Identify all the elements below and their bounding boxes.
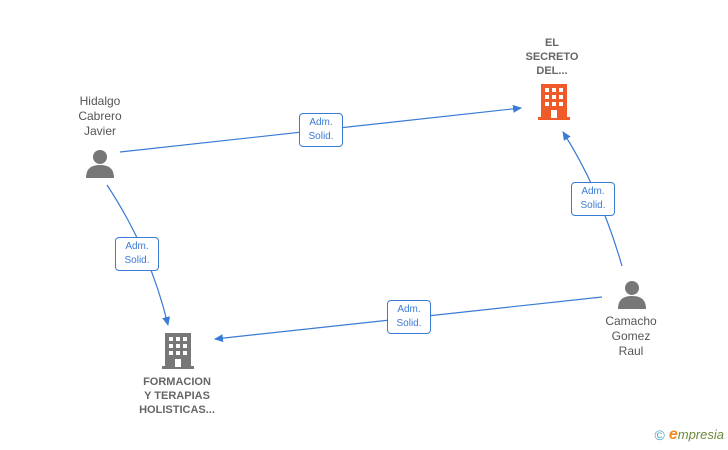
edge-role-line2: Solid. xyxy=(308,131,334,142)
person-label-hidalgo[interactable]: Hidalgo Cabrero Javier xyxy=(78,94,122,138)
person-label-camacho[interactable]: Camacho Gomez Raul xyxy=(605,314,657,358)
edge-badge-camacho-formacion[interactable]: Adm. Solid. xyxy=(387,300,431,334)
building-icon[interactable] xyxy=(538,84,570,120)
company-label-secreto[interactable]: EL SECRETO DEL... xyxy=(525,37,579,77)
company-label-formacion[interactable]: FORMACION Y TERAPIAS HOLISTICAS... xyxy=(139,376,215,416)
brand-logo: © empresia xyxy=(655,426,724,444)
copyright-symbol: © xyxy=(654,427,665,443)
brand-name: mpresia xyxy=(677,427,724,442)
edge-role-line1: Adm. xyxy=(581,186,605,197)
edge-badge-hidalgo-formacion[interactable]: Adm. Solid. xyxy=(115,237,159,271)
building-icon[interactable] xyxy=(162,333,194,369)
brand-e: e xyxy=(668,426,678,443)
edge-role-line2: Solid. xyxy=(396,318,422,329)
edge-role-line1: Adm. xyxy=(125,241,149,252)
edge-role-line1: Adm. xyxy=(309,117,333,128)
edge-role-line2: Solid. xyxy=(124,255,150,266)
edge-badge-camacho-secreto[interactable]: Adm. Solid. xyxy=(571,182,615,216)
edge-role-line2: Solid. xyxy=(580,200,606,211)
edge-role-line1: Adm. xyxy=(397,304,421,315)
person-icon[interactable] xyxy=(617,279,647,309)
edge-badge-hidalgo-secreto[interactable]: Adm. Solid. xyxy=(299,113,343,147)
person-icon[interactable] xyxy=(85,148,115,178)
